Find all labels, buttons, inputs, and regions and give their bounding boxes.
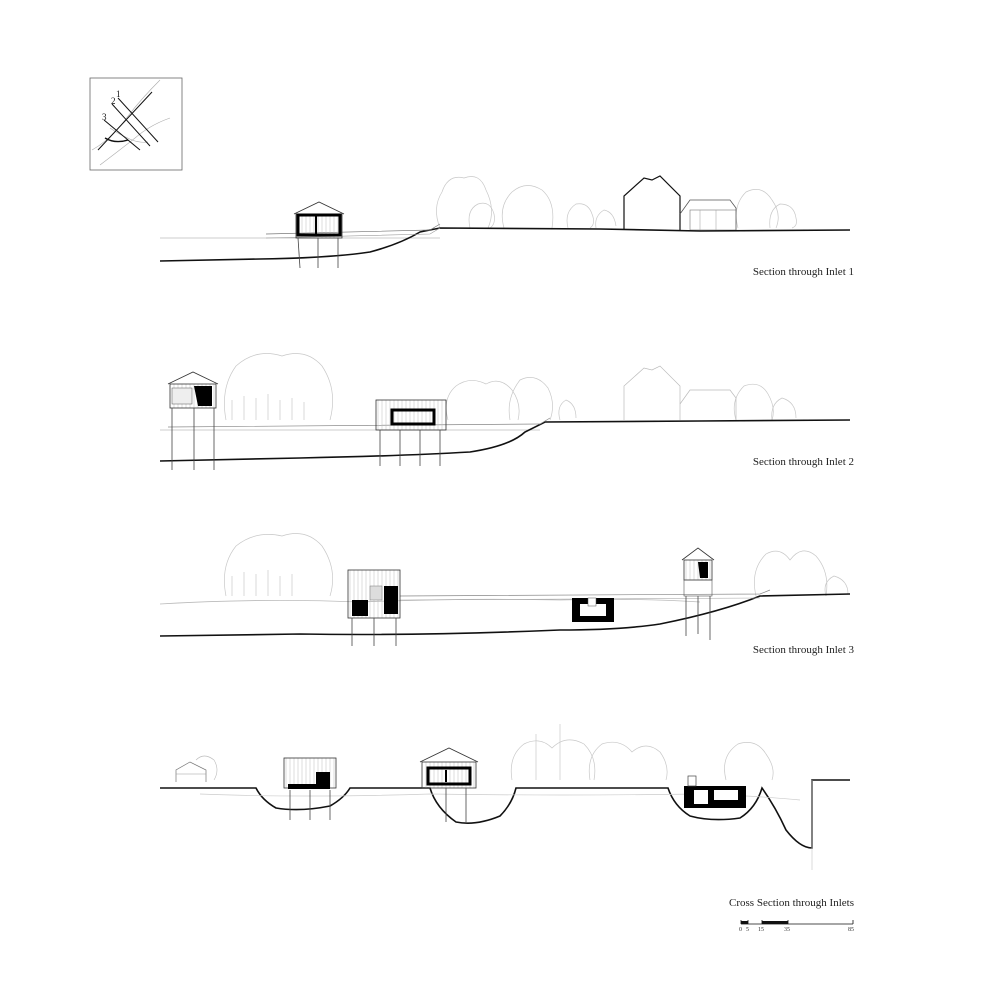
key-plan	[89, 77, 183, 171]
scale-tick-15: 15	[758, 927, 764, 933]
scale-tick-35: 35	[784, 927, 790, 933]
background-trees	[224, 533, 849, 597]
scale-tick-0: 0	[739, 927, 742, 933]
cabin-x3	[684, 775, 746, 808]
key-plan-label-3: 3	[102, 112, 107, 122]
caption-inlet-2: Section through Inlet 2	[752, 456, 854, 468]
section-inlet-3	[159, 533, 851, 646]
background-trees	[436, 176, 797, 229]
farmhouse-ghost	[623, 365, 737, 420]
cabin-x1	[283, 757, 337, 820]
caption-cross-section: Cross Section through Inlets	[729, 897, 854, 909]
cabin-3a	[347, 569, 401, 646]
caption-inlet-1: Section through Inlet 1	[752, 266, 854, 278]
key-plan-line-3	[103, 119, 141, 151]
pavilion	[175, 755, 218, 782]
key-plan-cross-line	[97, 91, 153, 151]
scale-bar	[740, 920, 854, 925]
key-plan-label-1: 1	[116, 89, 121, 99]
background-trees	[510, 724, 774, 781]
caption-inlet-3: Section through Inlet 3	[752, 644, 854, 656]
cabin-x2	[419, 747, 479, 822]
cabin-3c	[681, 547, 715, 640]
key-plan-line-1	[117, 97, 159, 143]
key-plan-label-2: 2	[111, 96, 116, 106]
scale-tick-85: 85	[848, 927, 854, 933]
cabin-1	[293, 201, 345, 269]
section-inlet-1	[159, 175, 851, 269]
farmhouse	[623, 175, 737, 231]
cross-section	[160, 724, 850, 870]
scale-tick-5: 5	[746, 927, 749, 933]
background-trees	[224, 353, 797, 421]
section-inlet-2	[159, 353, 851, 470]
cabin-3b	[572, 597, 614, 622]
cabin-2a	[167, 371, 219, 470]
key-plan-line-2	[111, 103, 151, 147]
cabin-2b	[375, 399, 447, 466]
